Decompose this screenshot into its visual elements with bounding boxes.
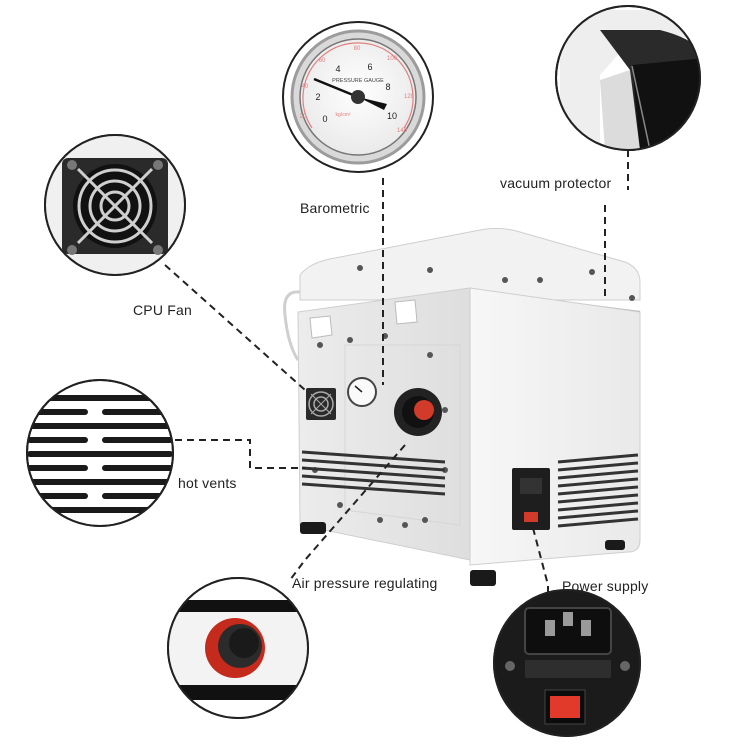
gauge-callout: PRESSURE GAUGE kg/cm² 0 2 4 6 8 10 20 40… bbox=[282, 21, 434, 173]
gauge-outer-tick: 140 bbox=[397, 128, 408, 134]
gauge-unit: kg/cm² bbox=[336, 112, 351, 118]
power-supply-callout bbox=[493, 589, 641, 737]
gauge-outer-tick: 80 bbox=[354, 46, 361, 52]
gauge-tick: 0 bbox=[322, 114, 327, 124]
cpu-fan-label: CPU Fan bbox=[133, 302, 192, 318]
gauge-outer-tick: 60 bbox=[319, 58, 326, 64]
hot-vents-callout bbox=[26, 379, 174, 527]
leader-lines bbox=[164, 150, 629, 593]
gauge-face-label: PRESSURE GAUGE bbox=[332, 78, 384, 84]
gauge-outer-tick: 20 bbox=[300, 114, 307, 120]
barometric-label: Barometric bbox=[300, 200, 370, 216]
air-pressure-knob-callout bbox=[167, 577, 309, 719]
power-supply-label: Power supply bbox=[562, 578, 649, 594]
vacuum-protector-label: vacuum protector bbox=[500, 175, 612, 191]
gauge-tick: 2 bbox=[315, 92, 320, 102]
air-pressure-label: Air pressure regulating bbox=[292, 575, 438, 591]
vacuum-protector-callout bbox=[555, 5, 701, 151]
hot-vents-label: hot vents bbox=[178, 475, 237, 491]
cpu-fan-callout bbox=[44, 134, 186, 276]
gauge-tick: 8 bbox=[385, 82, 390, 92]
gauge-outer-tick: 40 bbox=[302, 84, 309, 90]
machine bbox=[283, 227, 641, 586]
gauge-tick: 10 bbox=[387, 111, 397, 121]
gauge-tick: 4 bbox=[335, 64, 340, 74]
gauge-tick: 6 bbox=[367, 62, 372, 72]
gauge-outer-tick: 100 bbox=[387, 56, 398, 62]
gauge-outer-tick: 120 bbox=[404, 94, 415, 100]
